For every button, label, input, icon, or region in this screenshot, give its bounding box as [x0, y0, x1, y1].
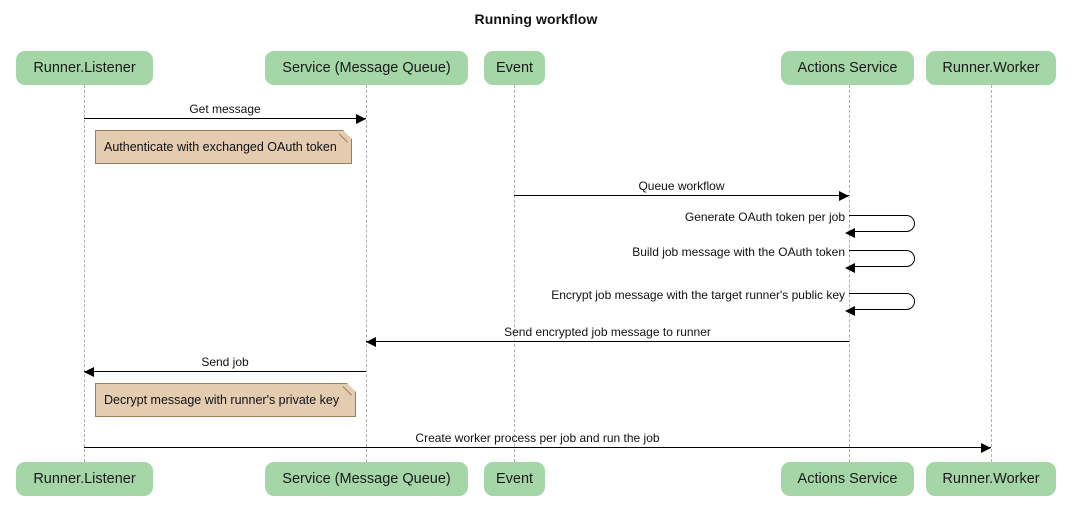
message-line-send-job — [84, 371, 366, 372]
note-decrypt: Decrypt message with runner's private ke… — [95, 383, 356, 417]
message-line-create-worker-process — [84, 447, 991, 448]
participant-actions-service-bottom[interactable]: Actions Service — [781, 462, 914, 496]
message-line-send-encrypted-job-message — [366, 341, 849, 342]
participant-label: Event — [495, 60, 534, 76]
note-text: Decrypt message with runner's private ke… — [104, 393, 340, 407]
participant-label: Runner.Listener — [33, 471, 136, 487]
participant-label: Service (Message Queue) — [282, 60, 451, 76]
arrowhead-right-create-worker-process — [981, 442, 991, 453]
self-message-loop-encrypt-job-message — [849, 293, 915, 310]
participant-label: Runner.Worker — [942, 471, 1040, 487]
arrowhead-left-send-encrypted-job-message — [366, 336, 376, 347]
page-title: Running workflow — [474, 11, 598, 27]
self-message-label-build-job-message: Build job message with the OAuth token — [632, 245, 845, 259]
lifeline-service-mq — [366, 85, 367, 462]
lifeline-runner-worker — [991, 85, 992, 462]
participant-label: Actions Service — [797, 471, 898, 487]
lifeline-actions-service — [849, 85, 850, 462]
participant-actions-service-top[interactable]: Actions Service — [781, 51, 914, 85]
message-label-get-message: Get message — [189, 102, 261, 116]
participant-runner-worker-top[interactable]: Runner.Worker — [926, 51, 1056, 85]
note-authenticate: Authenticate with exchanged OAuth token — [95, 130, 352, 164]
lifeline-event — [514, 85, 515, 462]
message-label-send-encrypted-job-message: Send encrypted job message to runner — [504, 325, 711, 339]
participant-service-mq-bottom[interactable]: Service (Message Queue) — [265, 462, 468, 496]
arrowhead-left-encrypt-job-message — [845, 305, 855, 316]
note-fold-edge-icon — [343, 383, 356, 396]
participant-runner-listener-top[interactable]: Runner.Listener — [16, 51, 153, 85]
arrowhead-right-queue-workflow — [839, 190, 849, 201]
arrowhead-left-generate-oauth-token — [845, 227, 855, 238]
participant-label: Runner.Worker — [942, 60, 1040, 76]
message-line-get-message — [84, 118, 366, 119]
participant-label: Event — [495, 471, 534, 487]
arrowhead-left-build-job-message — [845, 262, 855, 273]
participant-label: Service (Message Queue) — [282, 471, 451, 487]
arrowhead-left-send-job — [84, 366, 94, 377]
self-message-label-encrypt-job-message: Encrypt job message with the target runn… — [551, 288, 845, 302]
self-message-loop-generate-oauth-token — [849, 215, 915, 232]
participant-service-mq-top[interactable]: Service (Message Queue) — [265, 51, 468, 85]
message-line-queue-workflow — [514, 195, 849, 196]
message-label-send-job: Send job — [201, 355, 249, 369]
lifeline-runner-listener — [84, 85, 85, 462]
arrowhead-right-get-message — [356, 113, 366, 124]
participant-runner-listener-bottom[interactable]: Runner.Listener — [16, 462, 153, 496]
participant-event-bottom[interactable]: Event — [484, 462, 545, 496]
note-fold-edge-icon — [339, 130, 352, 143]
participant-label: Runner.Listener — [33, 60, 136, 76]
message-label-queue-workflow: Queue workflow — [638, 179, 725, 193]
participant-runner-worker-bottom[interactable]: Runner.Worker — [926, 462, 1056, 496]
participant-event-top[interactable]: Event — [484, 51, 545, 85]
note-text: Authenticate with exchanged OAuth token — [104, 140, 337, 154]
participant-label: Actions Service — [797, 60, 898, 76]
self-message-loop-build-job-message — [849, 250, 915, 267]
self-message-label-generate-oauth-token: Generate OAuth token per job — [684, 210, 845, 224]
message-label-create-worker-process: Create worker process per job and run th… — [415, 431, 660, 445]
